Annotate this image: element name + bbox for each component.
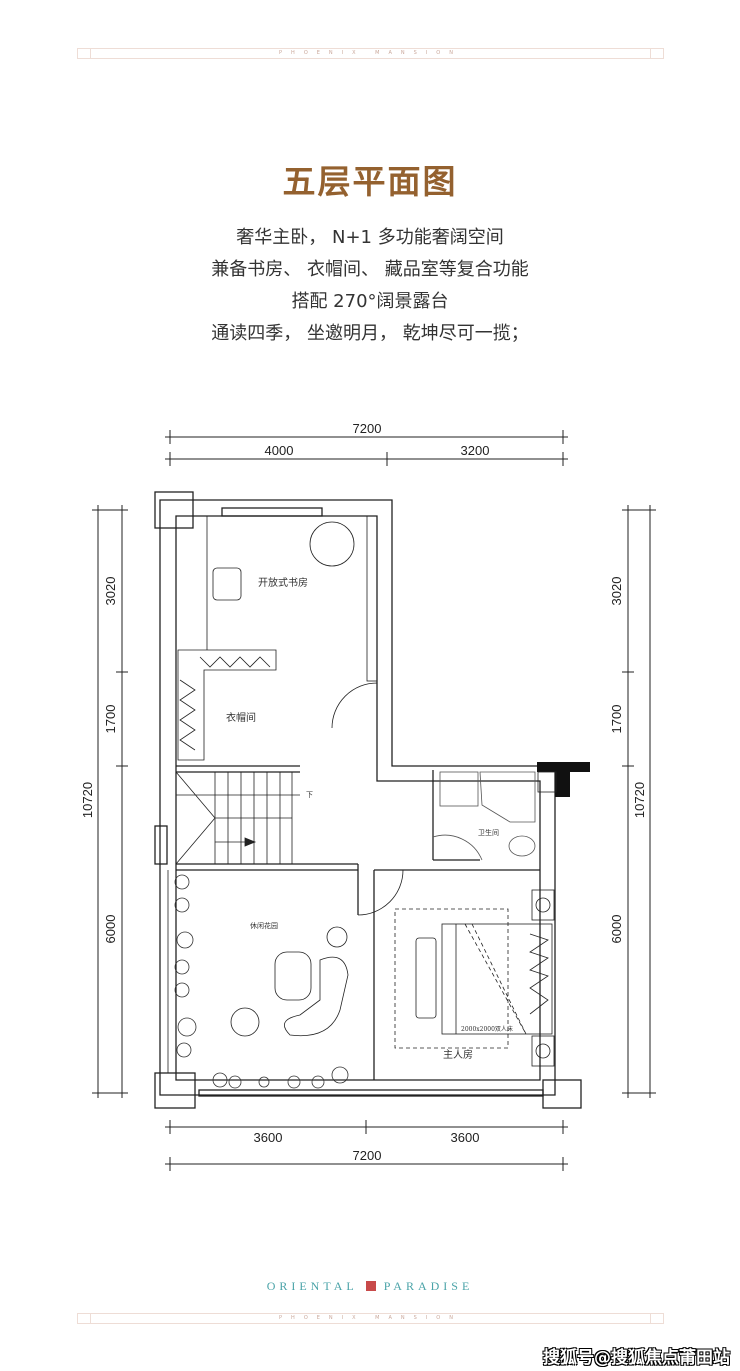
dim-bottom-left: 3600 <box>254 1130 283 1145</box>
page-title: 五层平面图 <box>282 162 458 201</box>
dimension-bottom: 3600 3600 7200 <box>165 1120 568 1171</box>
bed-size-label: 2000x2000双人床 <box>461 1025 513 1033</box>
bathroom-fixtures <box>432 771 557 861</box>
dim-top-total: 7200 <box>353 421 382 436</box>
stairs-down-label: 下 <box>306 791 313 799</box>
dimension-top: 7200 4000 3200 <box>165 421 568 466</box>
header-decorative-strip: PHOENIX MANSION <box>77 48 664 59</box>
brand-footer: ORIENTAL PARADISE <box>0 1279 740 1294</box>
dim-left-b: 1700 <box>103 705 118 734</box>
dim-right-b: 1700 <box>609 705 624 734</box>
dim-top-left: 4000 <box>265 443 294 458</box>
header-strip-text: PHOENIX MANSION <box>279 50 462 56</box>
room-label-study: 开放式书房 <box>258 576 308 589</box>
dim-left-total: 10720 <box>80 782 95 818</box>
staircase <box>175 771 300 865</box>
watermark: 搜狐号@搜狐焦点莆田站 <box>543 1348 730 1368</box>
dim-top-right: 3200 <box>461 443 490 458</box>
bedroom-furniture <box>357 869 555 1067</box>
garden-furniture <box>167 870 349 1089</box>
study-furniture <box>177 515 378 766</box>
dim-left-c: 6000 <box>103 915 118 944</box>
room-label-garden: 休闲花园 <box>250 921 278 930</box>
description-line: 通读四季， 坐邀明月， 乾坤尽可一揽； <box>211 323 529 344</box>
dim-left-a: 3020 <box>103 577 118 606</box>
dim-bottom-right: 3600 <box>451 1130 480 1145</box>
description-line: 搭配 270°阔景露台 <box>291 291 449 312</box>
dim-bottom-total: 7200 <box>353 1148 382 1163</box>
brand-right: PARADISE <box>383 1279 474 1293</box>
brand-seal-icon <box>365 1281 376 1291</box>
room-label-master: 主人房 <box>443 1048 473 1061</box>
description-line: 奢华主卧， N+1 多功能奢阔空间 <box>236 227 504 248</box>
description: 奢华主卧， N+1 多功能奢阔空间 兼备书房、 衣帽间、 藏品室等复合功能 搭配… <box>0 222 740 350</box>
dimension-right: 3020 1700 6000 10720 <box>609 505 656 1098</box>
dim-right-total: 10720 <box>632 782 647 818</box>
room-label-bathroom: 卫生间 <box>478 828 499 837</box>
walls <box>154 491 590 1109</box>
brand-left: ORIENTAL <box>266 1279 358 1293</box>
footer-strip-text: PHOENIX MANSION <box>279 1315 462 1321</box>
footer-decorative-strip: PHOENIX MANSION <box>77 1313 664 1324</box>
dim-right-a: 3020 <box>609 577 624 606</box>
dimension-left: 3020 1700 6000 10720 <box>80 505 128 1098</box>
description-line: 兼备书房、 衣帽间、 藏品室等复合功能 <box>211 259 529 280</box>
dim-right-c: 6000 <box>609 915 624 944</box>
room-label-closet: 衣帽间 <box>226 711 256 724</box>
